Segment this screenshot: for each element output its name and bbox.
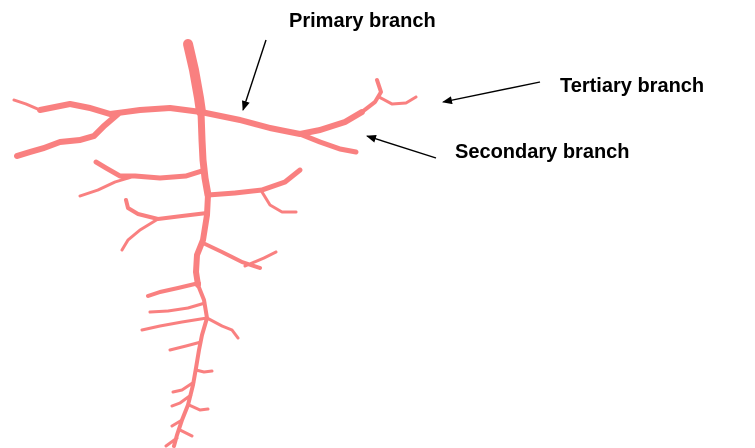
lateral-root-2 bbox=[150, 303, 205, 312]
secondary-root-left-low bbox=[126, 200, 207, 219]
tertiary-root-left-mid bbox=[80, 176, 135, 196]
primary-root-middle bbox=[196, 195, 208, 285]
lateral-root-5 bbox=[170, 342, 201, 350]
tertiary-branch-arrow bbox=[443, 82, 540, 102]
lateral-root-9 bbox=[189, 405, 208, 410]
lateral-root-1 bbox=[148, 283, 199, 296]
primary-root-upper bbox=[201, 112, 208, 195]
tertiary-branch-label: Tertiary branch bbox=[560, 76, 704, 96]
tertiary-root-left-tip bbox=[14, 100, 40, 110]
lateral-root-11 bbox=[180, 430, 192, 436]
lateral-root-3 bbox=[142, 318, 207, 330]
secondary-branch-arrow bbox=[367, 136, 436, 158]
tertiary-root-left-low bbox=[122, 219, 158, 250]
primary-branch-label: Primary branch bbox=[289, 11, 436, 31]
primary-root bbox=[188, 44, 201, 112]
tertiary-root-down bbox=[300, 134, 356, 152]
tertiary-root-right-low bbox=[245, 252, 276, 266]
secondary-root-left-mid bbox=[96, 162, 205, 178]
secondary-branch-label: Secondary branch bbox=[455, 142, 630, 162]
lateral-root-6 bbox=[196, 370, 212, 372]
secondary-root-right bbox=[201, 112, 362, 134]
tertiary-root-right bbox=[379, 97, 416, 104]
secondary-root-right-mid bbox=[208, 170, 300, 195]
tertiary-root-left-fork bbox=[17, 114, 118, 156]
lateral-root-4 bbox=[207, 318, 238, 338]
primary-branch-arrow bbox=[243, 40, 266, 110]
tertiary-root-right-mid bbox=[262, 192, 296, 212]
